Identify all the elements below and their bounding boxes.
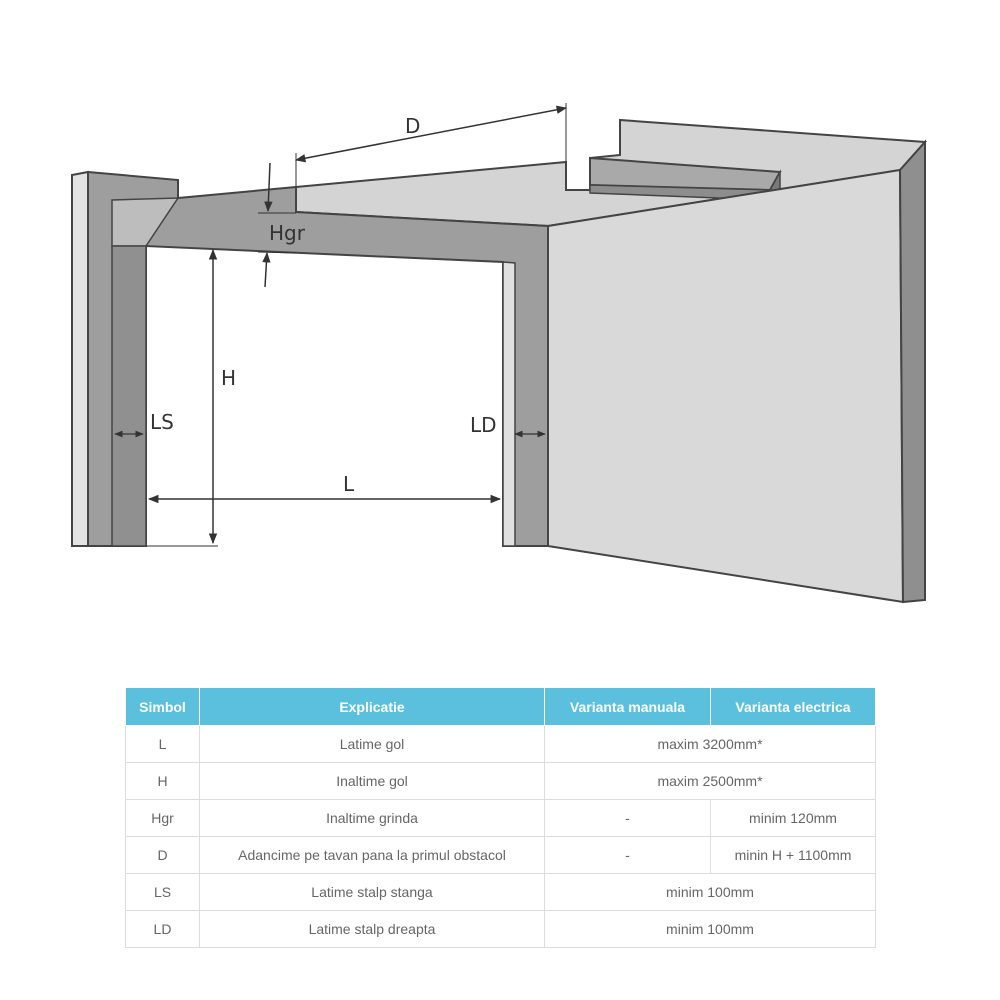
table-row: L Latime gol maxim 3200mm*	[125, 725, 876, 763]
cell-symbol: LS	[125, 873, 200, 911]
cell-symbol: L	[125, 725, 200, 763]
label-ls: LS	[150, 410, 174, 434]
label-d: D	[405, 114, 420, 138]
cell-symbol: Hgr	[125, 799, 200, 837]
cell-symbol: H	[125, 762, 200, 800]
cell-explanation: Latime stalp dreapta	[199, 910, 545, 948]
cell-symbol: LD	[125, 910, 200, 948]
cell-value-merged: minim 100mm	[544, 910, 876, 948]
cell-explanation: Inaltime gol	[199, 762, 545, 800]
header-manual-variant: Varianta manuala	[544, 687, 711, 726]
label-hgr: Hgr	[269, 221, 306, 245]
side-wall	[547, 168, 905, 604]
cell-explanation: Adancime pe tavan pana la primul obstaco…	[199, 836, 545, 874]
left-post-inner-face	[111, 245, 147, 547]
header-explanation: Explicatie	[199, 687, 545, 726]
left-post-edge	[71, 170, 89, 547]
cell-explanation: Latime stalp stanga	[199, 873, 545, 911]
cell-value-merged: minim 100mm	[544, 873, 876, 911]
dimension-hgr-top-arrow	[264, 162, 273, 213]
header-electric-variant: Varianta electrica	[710, 687, 876, 726]
cell-electric: minim 120mm	[710, 799, 876, 837]
cell-symbol: D	[125, 836, 200, 874]
cell-explanation: Latime gol	[199, 725, 545, 763]
cell-manual: -	[544, 836, 711, 874]
cell-electric: minin H + 1100mm	[710, 836, 876, 874]
table-row: D Adancime pe tavan pana la primul obsta…	[125, 836, 876, 874]
cell-value-merged: maxim 3200mm*	[544, 725, 876, 763]
table-header-row: Simbol Explicatie Varianta manuala Varia…	[125, 687, 876, 726]
dimension-d-line	[294, 105, 568, 163]
specifications-table: Simbol Explicatie Varianta manuala Varia…	[125, 687, 876, 948]
header-symbol: Simbol	[125, 687, 200, 726]
dimension-hgr-ext-bottom	[257, 251, 297, 254]
cell-value-merged: maxim 2500mm*	[544, 762, 876, 800]
label-ld: LD	[470, 413, 497, 437]
table-row: H Inaltime gol maxim 2500mm*	[125, 762, 876, 800]
cell-explanation: Inaltime grinda	[199, 799, 545, 837]
table-row: LS Latime stalp stanga minim 100mm	[125, 873, 876, 911]
dimension-hgr-bottom-arrow	[262, 251, 271, 288]
table-row: LD Latime stalp dreapta minim 100mm	[125, 910, 876, 948]
garage-dimension-diagram: D Hgr H LS LD L	[71, 103, 928, 604]
cell-manual: -	[544, 799, 711, 837]
right-post-inner-face	[502, 261, 516, 547]
table-row: Hgr Inaltime grinda - minim 120mm	[125, 799, 876, 837]
side-wall-edge	[898, 139, 926, 604]
label-l: L	[343, 472, 355, 496]
label-h: H	[221, 366, 236, 390]
